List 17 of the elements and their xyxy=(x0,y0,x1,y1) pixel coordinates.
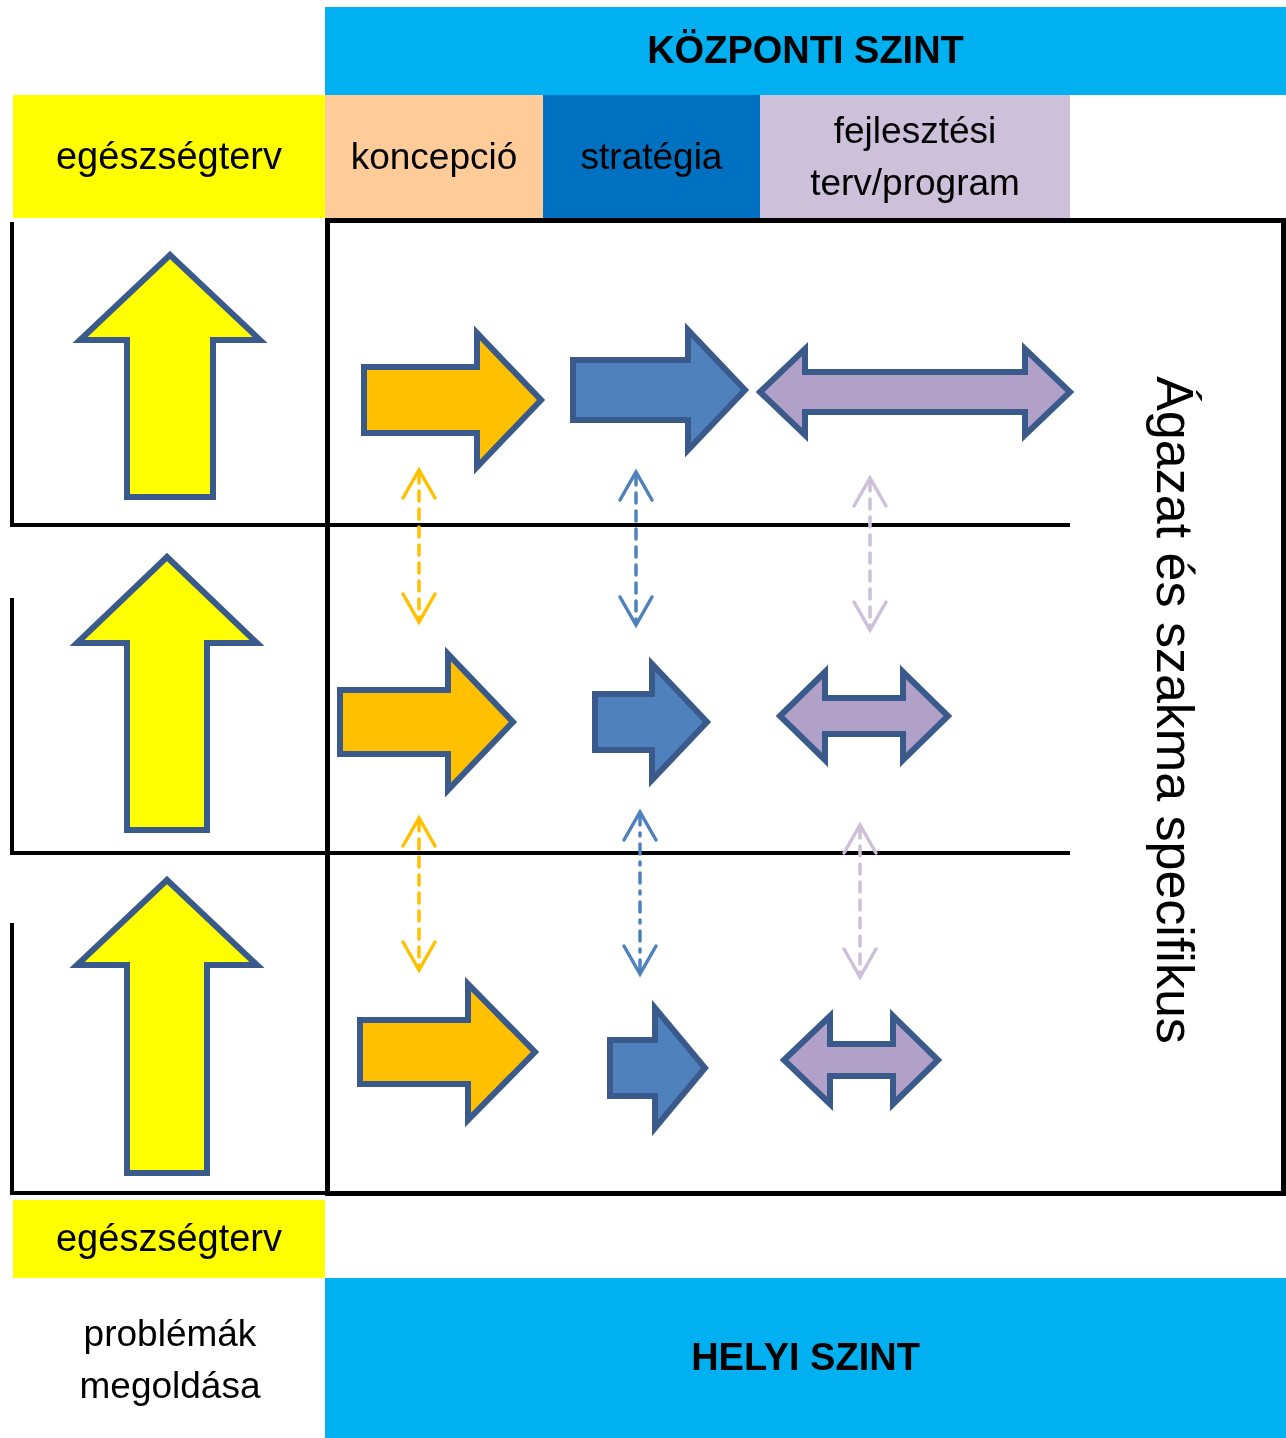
header-label: stratégia xyxy=(579,134,724,179)
column-header xyxy=(760,95,1070,218)
sector-frame xyxy=(325,218,1286,1196)
header-label: fejlesztési terv/program xyxy=(809,108,1021,205)
banner-title: KÖZPONTI SZINT xyxy=(647,28,964,74)
banner-title: HELYI SZINT xyxy=(691,1335,920,1381)
column-header xyxy=(325,95,543,218)
column-header xyxy=(543,95,760,218)
vertical-label: Ágazat és szakma specifikus xyxy=(1145,375,1205,1046)
level-banner xyxy=(325,7,1286,95)
header-label: egészségterv xyxy=(55,133,283,179)
plan-box xyxy=(13,95,325,218)
note-text: problémák megoldása xyxy=(78,1312,262,1408)
plan-box xyxy=(13,1200,325,1278)
header-label: egészségterv xyxy=(55,1216,283,1262)
header-label: koncepció xyxy=(349,134,519,179)
level-banner xyxy=(325,1278,1286,1438)
